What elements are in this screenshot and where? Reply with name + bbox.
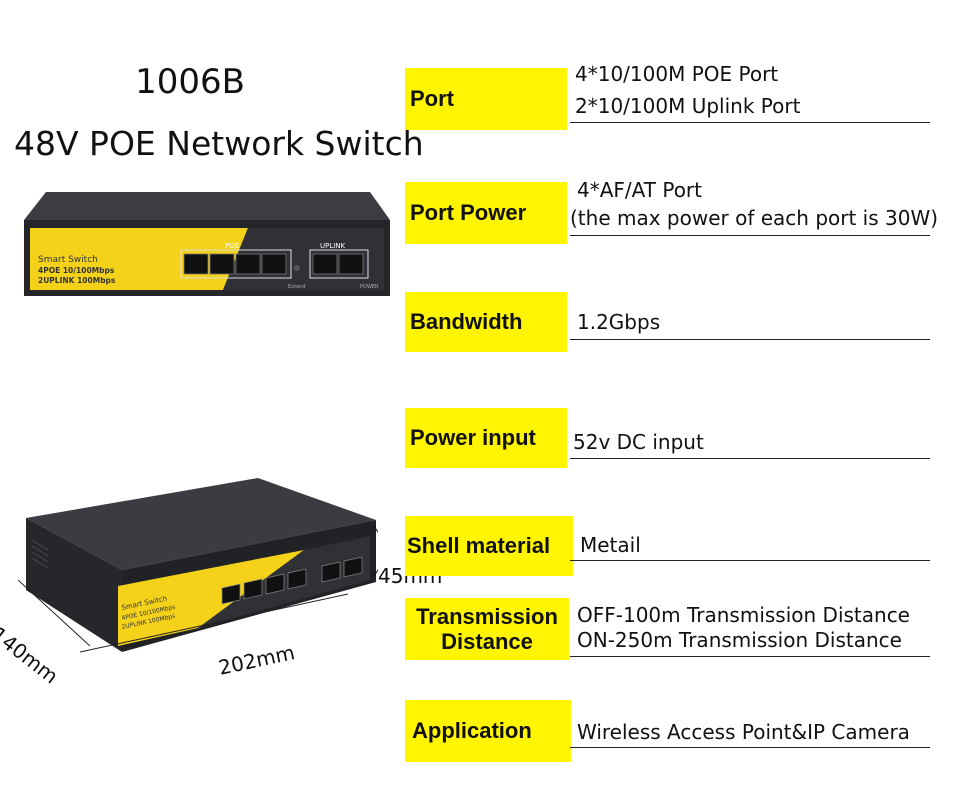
- spec-power-input-value: 52v DC input: [573, 430, 704, 454]
- spec-power-input-label: Power input: [405, 408, 567, 468]
- spec-transmission-line2: ON-250m Transmission Distance: [577, 628, 902, 652]
- spec-port-power-line1: 4*AF/AT Port: [577, 178, 702, 202]
- spec-port-label: Port: [405, 68, 567, 130]
- spec-port-rule: [570, 122, 930, 123]
- spec-transmission-label-line1: Transmission: [416, 604, 558, 629]
- device-line1-text: 4POE 10/100Mbps: [38, 266, 115, 275]
- spec-port-power-rule: [570, 235, 930, 236]
- device-brand-text: Smart Switch: [38, 255, 98, 265]
- spec-application-value: Wireless Access Point&IP Camera: [577, 720, 910, 744]
- spec-port-power-line2: (the max power of each port is 30W): [570, 206, 939, 230]
- spec-application-label: Application: [405, 700, 571, 762]
- spec-transmission: Transmission Distance OFF-100m Transmiss…: [405, 598, 930, 660]
- poe-group-label: POE: [225, 242, 239, 250]
- spec-power-input-rule: [570, 458, 930, 459]
- extend-label: Extend: [288, 284, 306, 290]
- product-subtitle: 48V POE Network Switch: [14, 124, 424, 163]
- spec-bandwidth: Bandwidth 1.2Gbps: [405, 292, 930, 352]
- spec-bandwidth-rule: [570, 339, 930, 340]
- spec-transmission-line1: OFF-100m Transmission Distance: [577, 603, 910, 627]
- spec-power-input: Power input 52v DC input: [405, 408, 930, 468]
- spec-transmission-rule: [570, 656, 930, 657]
- spec-port-power: Port Power 4*AF/AT Port (the max power o…: [405, 178, 938, 244]
- power-label: POWER: [360, 284, 379, 290]
- spec-shell-label: Shell material: [405, 516, 573, 576]
- model-number: 1006B: [135, 62, 245, 102]
- spec-transmission-label-line2: Distance: [441, 629, 533, 654]
- spec-transmission-label: Transmission Distance: [405, 598, 569, 660]
- spec-port: Port 4*10/100M POE Port 2*10/100M Uplink…: [405, 62, 930, 130]
- spec-bandwidth-value: 1.2Gbps: [577, 310, 661, 334]
- spec-shell: Shell material Metail: [405, 516, 930, 576]
- spec-port-power-label: Port Power: [405, 182, 567, 244]
- uplink-group-label: UPLINK: [320, 242, 346, 250]
- spec-shell-rule: [570, 560, 930, 561]
- device-line2-text: 2UPLINK 100Mbps: [38, 276, 116, 285]
- spec-application-rule: [570, 747, 930, 748]
- switch-front-image: Smart Switch 4POE 10/100Mbps 2UPLINK 100…: [24, 192, 390, 296]
- spec-port-line1: 4*10/100M POE Port: [575, 62, 779, 86]
- spec-bandwidth-label: Bandwidth: [405, 292, 567, 352]
- spec-shell-value: Metail: [580, 533, 641, 557]
- switch-angled-image: Smart Switch 4POE 10/100Mbps 2UPLINK 100…: [18, 478, 378, 653]
- spec-port-line2: 2*10/100M Uplink Port: [575, 94, 801, 118]
- spec-application: Application Wireless Access Point&IP Cam…: [405, 700, 930, 762]
